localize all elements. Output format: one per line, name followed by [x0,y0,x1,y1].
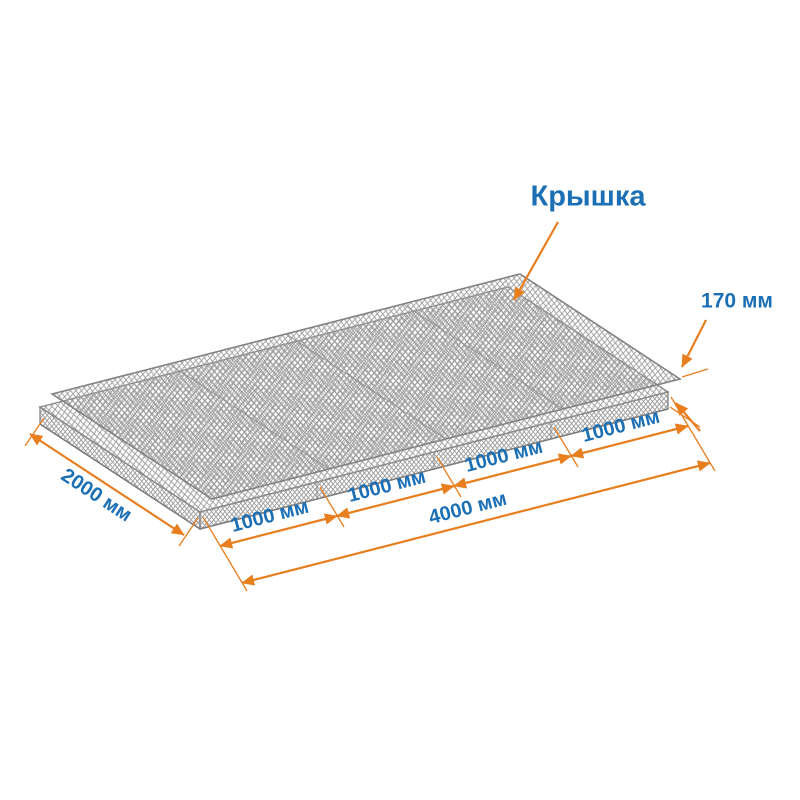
height-extension-bottom [669,406,701,428]
length-dimension-arrow [241,460,711,586]
height-arrow-top [681,319,707,368]
diaphragm-ridges [168,303,564,470]
width-dimension-arrow [29,433,185,536]
height-extension-top [681,368,709,378]
length-extension-5 [670,396,716,472]
length-extension-4 [553,426,579,468]
height-arrow-bottom [675,402,701,432]
width-extension-left [24,417,45,447]
width-extension-right [178,517,199,547]
length-dimension-label: 4000 мм [427,488,510,529]
segment-arrow-4 [570,423,689,459]
height-dimension-label: 170 мм [701,290,773,313]
length-extension-1 [202,516,248,592]
lid-label: Крышка [531,181,647,213]
lid-leader-arrow [513,221,559,301]
lid-callout: Крышка [513,181,647,301]
height-dimension: 170 мм [669,290,773,432]
